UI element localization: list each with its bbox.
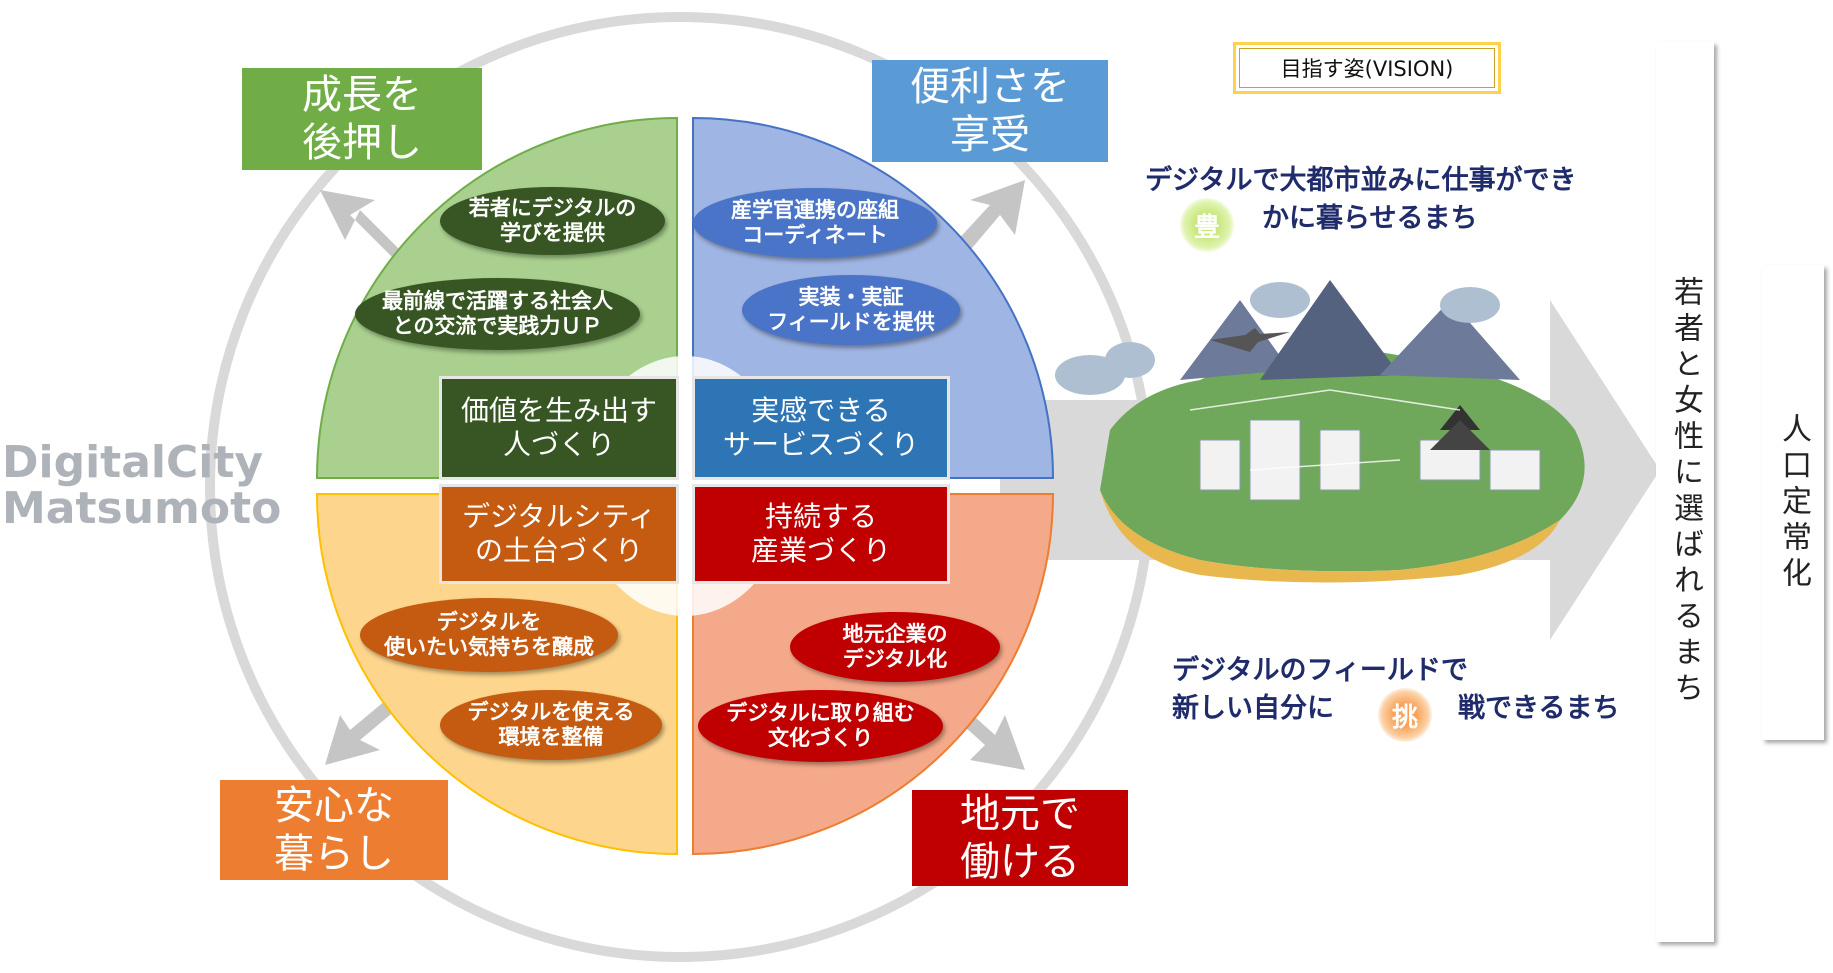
vision-badge-challenge-text: 挑	[1391, 702, 1418, 733]
goal-local-work: 地元で 働ける	[912, 790, 1128, 886]
core-industry: 持続する 産業づくり	[692, 484, 950, 584]
vision-line2: かに暮らせるまち	[1262, 203, 1478, 234]
outcome-population: 人口定常化	[1762, 265, 1824, 740]
initiative-youth-learning: 若者にデジタルの 学びを提供	[440, 187, 665, 255]
core-people: 価値を生み出す 人づくり	[439, 376, 679, 480]
vision-label: 目指す姿(VISION)	[1233, 42, 1501, 94]
initiative-coordination: 産学官連携の座組 コーディネート	[693, 188, 937, 258]
initiative-culture: デジタルに取り組む 文化づくり	[698, 690, 943, 762]
quadrant-yellow	[315, 493, 678, 856]
goal-growth: 成長を 後押し	[242, 68, 482, 170]
vision-label-text: 目指す姿(VISION)	[1280, 57, 1454, 81]
core-services: 実感できる サービスづくり	[692, 376, 950, 480]
initiative-motivation: デジタルを 使いたい気持ちを醸成	[360, 598, 618, 672]
vision-line1: デジタルで大都市並みに仕事ができ	[1145, 165, 1577, 196]
vision-line4-pre: 新しい自分に	[1172, 693, 1334, 724]
vision-badge-rich: 豊	[1180, 198, 1234, 252]
goal-convenience: 便利さを 享受	[872, 60, 1108, 162]
initiative-professional-exchange: 最前線で活躍する社会人 との交流で実践力ＵＰ	[355, 278, 640, 350]
vision-line4-post: 戦できるまち	[1458, 693, 1620, 724]
vision-badge-challenge: 挑	[1378, 688, 1432, 742]
goal-safety: 安心な 暮らし	[220, 780, 448, 880]
initiative-environment: デジタルを使える 環境を整備	[440, 690, 662, 760]
initiative-local-digitalization: 地元企業の デジタル化	[790, 612, 1000, 682]
core-foundation: デジタルシティ の土台づくり	[439, 484, 679, 584]
logo-line1: DigitalCity	[2, 437, 264, 488]
initiative-field: 実装・実証 フィールドを提供	[742, 275, 960, 345]
logo: DigitalCity Matsumoto	[2, 437, 292, 535]
city-illustration	[1055, 280, 1585, 583]
vision-line3: デジタルのフィールドで	[1172, 655, 1468, 686]
vision-badge-rich-text: 豊	[1193, 212, 1220, 243]
outcome-chosen-city: 若者と女性に選ばれるまち	[1656, 42, 1714, 942]
logo-line2: Matsumoto	[2, 483, 282, 535]
